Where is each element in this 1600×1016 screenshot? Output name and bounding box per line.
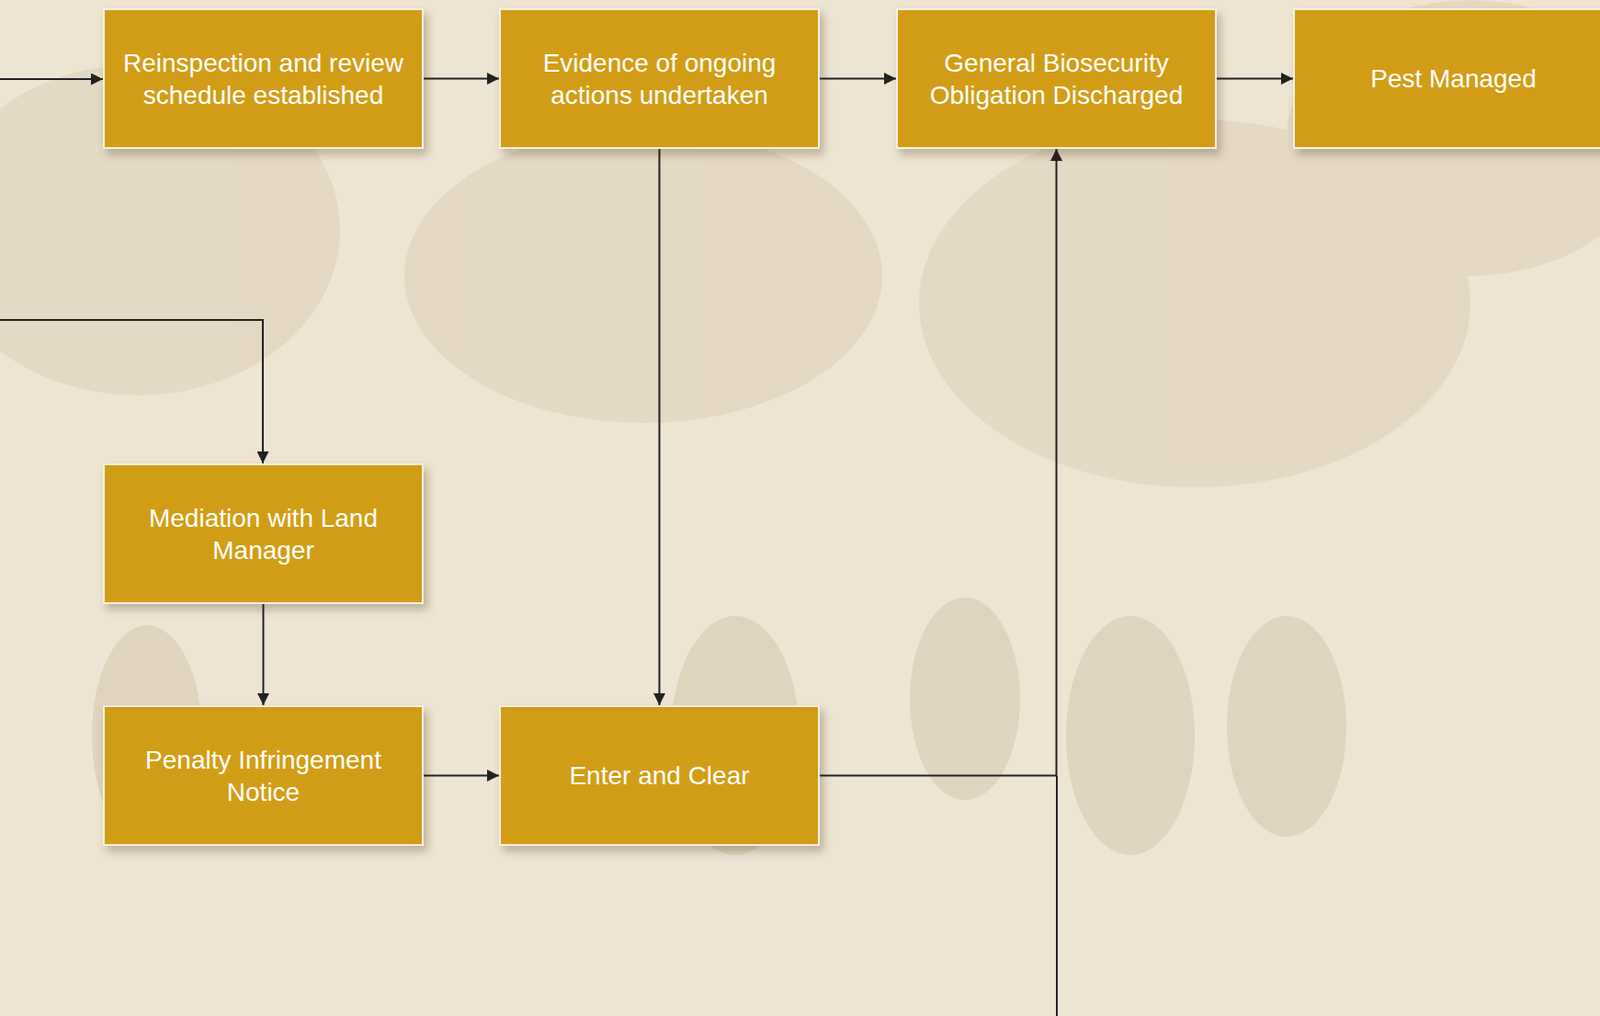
flow-arrow <box>658 148 661 705</box>
people-shapes <box>91 597 1347 855</box>
box-label: Enter and Clear <box>513 759 806 792</box>
incoming-arrow <box>0 78 103 80</box>
flow-arrow <box>819 148 1057 776</box>
flow-arrow <box>262 603 265 705</box>
box-label: Penalty Infringement Notice <box>117 743 409 808</box>
box-label: General Biosecurity Obligation Discharge… <box>910 46 1203 112</box>
process-box: Reinspection and review schedule establi… <box>102 8 424 149</box>
process-box: Pest Managed <box>1293 8 1600 149</box>
figure <box>1226 615 1347 837</box>
flow-arrow <box>819 78 897 80</box>
process-box: Enter and Clear <box>499 704 820 846</box>
flow-arrow <box>423 78 500 80</box>
tree-shapes <box>0 0 1600 488</box>
box-label: Pest Managed <box>1307 62 1600 95</box>
flow-arrow <box>423 774 500 777</box>
process-box: Mediation with Land Manager <box>102 463 424 604</box>
foliage <box>1286 0 1600 276</box>
process-box: Evidence of ongoing actions undertaken <box>499 8 820 149</box>
flow-arrow <box>1216 78 1294 80</box>
box-label: Reinspection and review schedule establi… <box>117 46 409 112</box>
figure <box>1066 615 1195 855</box>
process-box: General Biosecurity Obligation Discharge… <box>896 8 1217 149</box>
incoming-line <box>1055 775 1058 1016</box>
figure <box>909 597 1021 800</box>
box-label: Mediation with Land Manager <box>117 501 409 567</box>
process-box: Penalty Infringement Notice <box>102 704 424 846</box>
box-label: Evidence of ongoing actions undertaken <box>513 46 806 112</box>
foliage <box>404 128 883 423</box>
incoming-arrow <box>0 319 263 464</box>
offpage-lines <box>0 79 1057 1016</box>
